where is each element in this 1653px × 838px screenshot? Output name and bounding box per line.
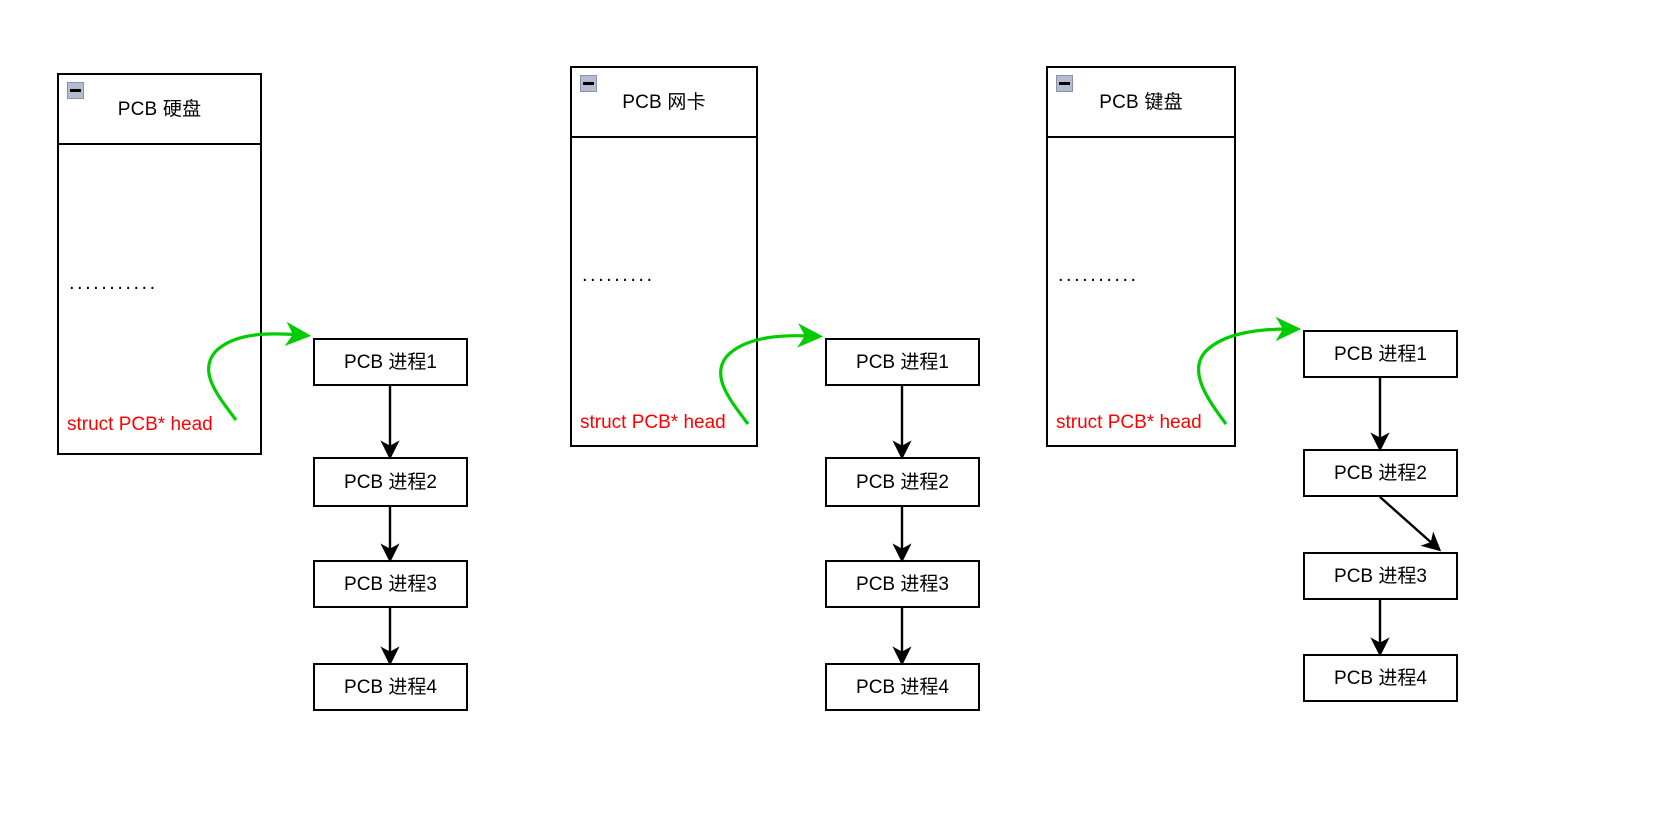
head-pointer-label-hard-disk: struct PCB* head bbox=[67, 414, 213, 435]
pcb-process-label: PCB 进程1 bbox=[344, 351, 437, 373]
pcb-process-label: PCB 进程1 bbox=[1334, 343, 1427, 365]
pcb-process-label: PCB 进程2 bbox=[856, 471, 949, 493]
ellipsis-hard-disk: ........... bbox=[69, 272, 158, 294]
pcb-process-box[interactable]: PCB 进程4 bbox=[1303, 654, 1458, 702]
pcb-process-box[interactable]: PCB 进程3 bbox=[825, 560, 980, 608]
device-header-hard-disk: PCB 硬盘 bbox=[59, 75, 260, 145]
device-container-network-card[interactable]: PCB 网卡 ......... struct PCB* head bbox=[570, 66, 758, 447]
pcb-process-box[interactable]: PCB 进程4 bbox=[313, 663, 468, 711]
pcb-process-box[interactable]: PCB 进程1 bbox=[1303, 330, 1458, 378]
pcb-process-box[interactable]: PCB 进程2 bbox=[313, 457, 468, 507]
device-container-keyboard[interactable]: PCB 键盘 .......... struct PCB* head bbox=[1046, 66, 1236, 447]
pcb-process-box[interactable]: PCB 进程1 bbox=[313, 338, 468, 386]
minus-collapse-icon[interactable] bbox=[67, 82, 84, 99]
pcb-process-box[interactable]: PCB 进程2 bbox=[1303, 449, 1458, 497]
pcb-process-label: PCB 进程4 bbox=[856, 676, 949, 698]
pcb-process-label: PCB 进程2 bbox=[344, 471, 437, 493]
pcb-process-label: PCB 进程4 bbox=[344, 676, 437, 698]
device-title-keyboard: PCB 键盘 bbox=[1099, 91, 1183, 113]
pcb-process-box[interactable]: PCB 进程2 bbox=[825, 457, 980, 507]
chain-connectors-keyboard bbox=[1370, 378, 1442, 657]
minus-collapse-icon[interactable] bbox=[1056, 75, 1073, 92]
pcb-process-box[interactable]: PCB 进程3 bbox=[313, 560, 468, 608]
device-title-network-card: PCB 网卡 bbox=[622, 91, 706, 113]
pcb-process-label: PCB 进程3 bbox=[344, 573, 437, 595]
ellipsis-network-card: ......... bbox=[582, 264, 655, 286]
head-pointer-label-keyboard: struct PCB* head bbox=[1056, 412, 1202, 433]
pcb-process-label: PCB 进程1 bbox=[856, 351, 949, 373]
head-pointer-label-network-card: struct PCB* head bbox=[580, 412, 726, 433]
minus-collapse-icon[interactable] bbox=[580, 75, 597, 92]
pcb-process-label: PCB 进程2 bbox=[1334, 462, 1427, 484]
pcb-process-label: PCB 进程3 bbox=[1334, 565, 1427, 587]
device-header-keyboard: PCB 键盘 bbox=[1048, 68, 1234, 138]
device-container-hard-disk[interactable]: PCB 硬盘 ........... struct PCB* head bbox=[57, 73, 262, 455]
pcb-process-box[interactable]: PCB 进程4 bbox=[825, 663, 980, 711]
pcb-process-box[interactable]: PCB 进程3 bbox=[1303, 552, 1458, 600]
device-title-hard-disk: PCB 硬盘 bbox=[117, 98, 202, 120]
pcb-process-box[interactable]: PCB 进程1 bbox=[825, 338, 980, 386]
ellipsis-keyboard: .......... bbox=[1058, 264, 1139, 286]
pcb-process-label: PCB 进程4 bbox=[1334, 667, 1427, 689]
device-header-network-card: PCB 网卡 bbox=[572, 68, 756, 138]
pcb-process-label: PCB 进程3 bbox=[856, 573, 949, 595]
